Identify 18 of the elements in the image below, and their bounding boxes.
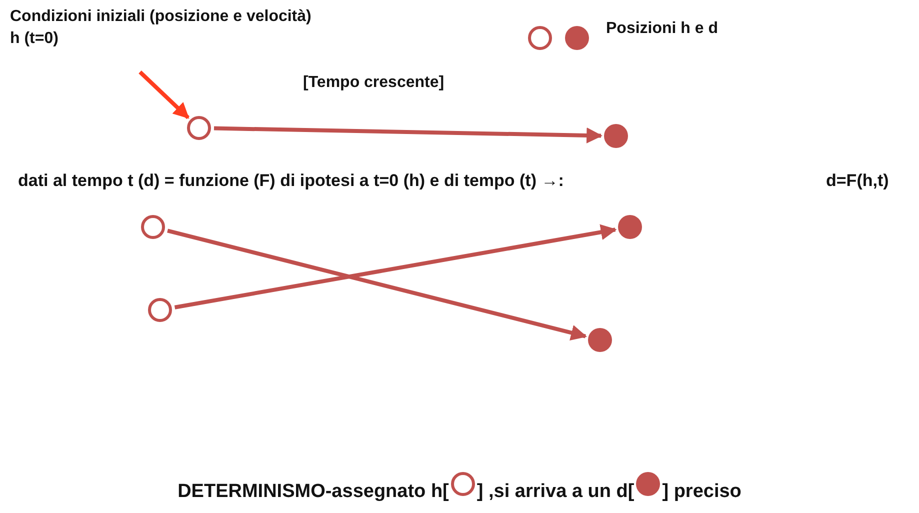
open-circle <box>187 116 211 140</box>
filled-circle <box>588 328 612 352</box>
filled-circle <box>618 215 642 239</box>
time-caption: [Tempo crescente] <box>303 74 444 92</box>
conclusion-text: DETERMINISMO-assegnato h[ <box>178 481 449 503</box>
arrow <box>214 126 603 144</box>
conclusion-text: ] preciso <box>662 481 742 503</box>
arrow <box>174 224 617 310</box>
arrow <box>138 70 190 120</box>
arrow <box>167 228 587 341</box>
annotation-text: Condizioni iniziali (posizione e velocità) h (t=0) <box>10 6 320 50</box>
legend-text: Posizioni h e d <box>606 20 718 38</box>
filled-circle <box>604 124 628 148</box>
formula-text: dati al tempo t (d) = funzione (F) di ipotesi a t=0 (h) e di tempo (t) →: <box>18 171 564 191</box>
formula-text: d=F(h,t) <box>826 171 889 191</box>
conclusion-text: ] ,si arriva a un d[ <box>476 481 634 503</box>
open-circle <box>141 215 165 239</box>
open-circle <box>148 298 172 322</box>
